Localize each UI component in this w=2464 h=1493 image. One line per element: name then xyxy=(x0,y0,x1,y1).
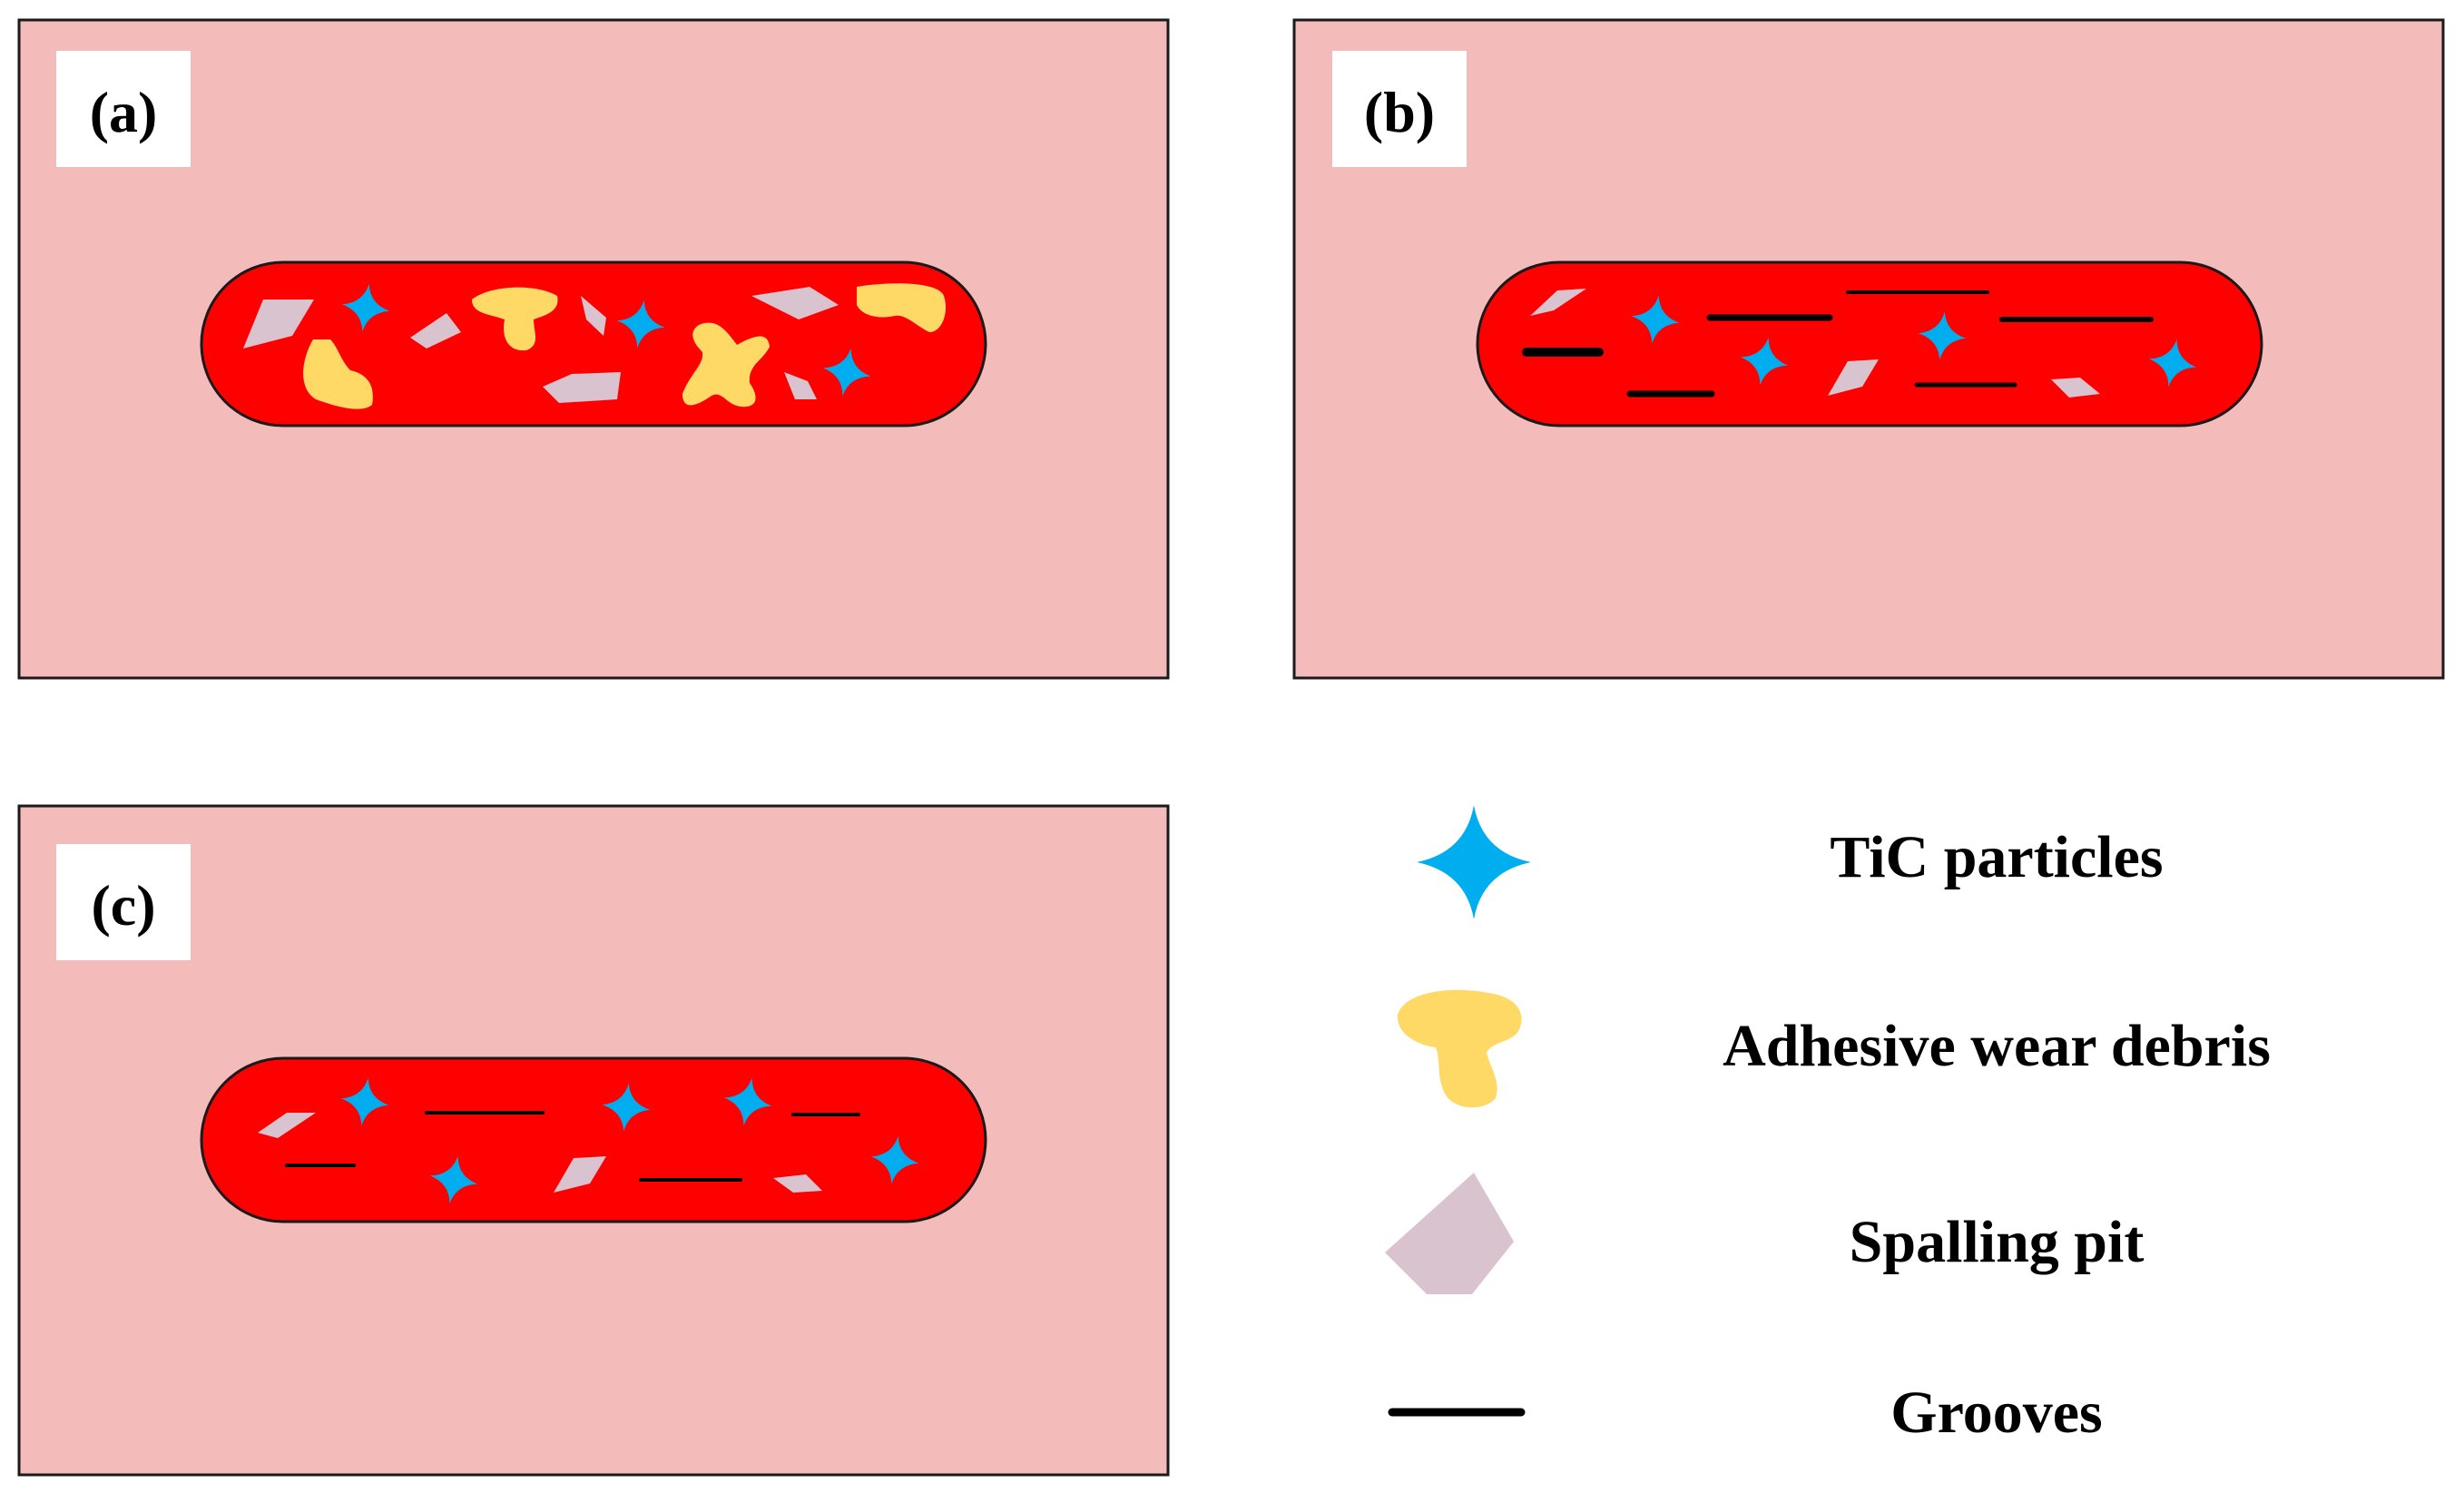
spalling-pit xyxy=(581,296,606,336)
panel-b-label: (b) xyxy=(1364,80,1435,144)
spalling-pit xyxy=(751,287,839,319)
adhesive-debris xyxy=(682,322,770,408)
panel-b-spalling-pits xyxy=(1530,289,2100,398)
panel-b-wear-track xyxy=(1476,260,2263,427)
panel-a-adhesive-debris xyxy=(303,283,947,409)
spalling-pit xyxy=(2051,378,2100,398)
panel-c-spalling-pits xyxy=(258,1113,822,1193)
legend-label-grooves: Grooves xyxy=(1890,1380,2102,1446)
panel-c-label: (c) xyxy=(91,873,155,938)
adhesive-debris xyxy=(857,283,947,332)
panel-a-label-box xyxy=(56,51,191,167)
adhesive-debris xyxy=(472,287,558,351)
legend-item-grooves: Grooves xyxy=(1388,1380,2103,1446)
spalling-pit xyxy=(554,1156,606,1193)
legend-item-tic: TiC particles xyxy=(1417,805,2164,919)
panel-c-grooves xyxy=(285,1111,860,1182)
legend-item-adhesive: Adhesive wear debris xyxy=(1397,989,2271,1108)
spalling-pit xyxy=(243,300,314,349)
panel-c-wear-track xyxy=(200,1056,987,1223)
panel-b-label-box xyxy=(1332,51,1467,167)
spalling-pit-icon xyxy=(1385,1173,1514,1294)
spalling-pit xyxy=(543,372,621,403)
spalling-pit xyxy=(1530,289,1586,316)
legend-label-spalling: Spalling pit xyxy=(1850,1209,2145,1275)
spalling-pit xyxy=(258,1113,316,1138)
legend-label-tic: TiC particles xyxy=(1830,824,2163,890)
panel-b: (b) xyxy=(1292,18,2445,680)
adhesive-debris xyxy=(303,339,373,409)
spalling-pit xyxy=(410,313,461,349)
spalling-pit xyxy=(1828,359,1879,396)
tic-particle-icon xyxy=(1417,805,1531,919)
panel-c-label-box xyxy=(56,844,191,960)
legend-label-adhesive: Adhesive wear debris xyxy=(1723,1013,2271,1079)
spalling-pit xyxy=(773,1174,822,1193)
legend-item-spalling: Spalling pit xyxy=(1385,1173,2144,1294)
panel-b-grooves xyxy=(1522,290,2154,398)
adhesive-debris-icon xyxy=(1397,989,1522,1108)
spalling-pit xyxy=(784,372,817,399)
panel-c: (c) xyxy=(17,804,1170,1477)
legend: TiC particles Adhesive wear debris Spall… xyxy=(1385,805,2271,1446)
panel-a: (a) xyxy=(17,18,1170,680)
panel-a-spalling-pits xyxy=(243,287,839,403)
panel-a-label: (a) xyxy=(90,80,158,144)
